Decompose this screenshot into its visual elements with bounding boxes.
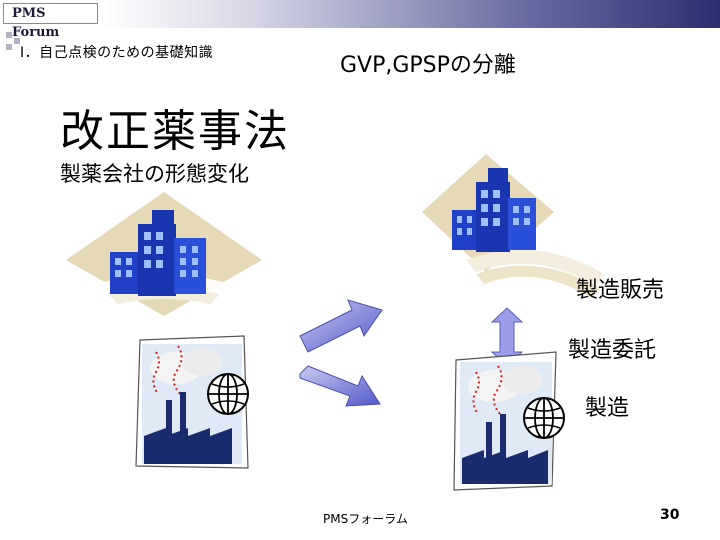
footer-text: PMSフォーラム [323, 512, 408, 526]
label-manufacturing: 製造 [585, 396, 630, 421]
slide-subject: GVP,GPSPの分離 [340, 53, 516, 78]
label-manufacturing-contract: 製造委託 [568, 338, 657, 363]
globe-icon [207, 373, 249, 415]
logo: PMS Forum [3, 3, 98, 40]
decor-square [14, 38, 20, 44]
office-building-icon [422, 154, 604, 298]
header-band [0, 0, 720, 28]
arrow-right-icon[interactable] [296, 296, 386, 354]
page-title: 改正薬事法 [60, 106, 290, 157]
decor-square [6, 44, 12, 50]
label-manufacturing-sales: 製造販売 [576, 278, 665, 303]
globe-icon [523, 397, 565, 439]
section-title: Ⅰ．自己点検のための基礎知識 [20, 45, 214, 61]
factory-icon [135, 335, 249, 469]
page-number: 30 [660, 507, 680, 523]
page-subtitle: 製薬会社の形態変化 [60, 162, 249, 186]
office-building-icon [66, 192, 262, 316]
arrow-right-icon[interactable] [296, 364, 386, 414]
decor-square [6, 32, 12, 38]
